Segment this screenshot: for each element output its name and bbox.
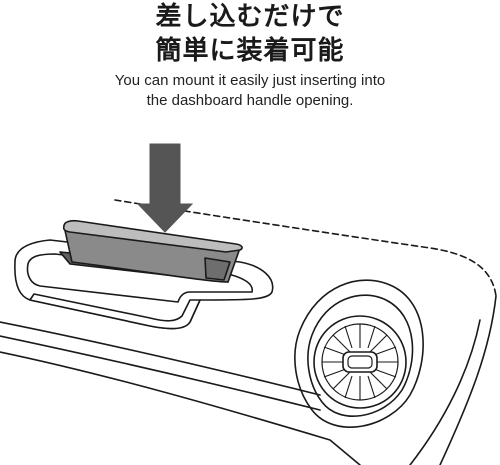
air-vent-icon (313, 315, 407, 409)
dashboard-edge-line (0, 321, 321, 396)
bezel-front-lip (29, 293, 201, 330)
panel-side-line (409, 319, 481, 465)
tray-front-face (204, 257, 231, 281)
dashboard-edge-line (0, 351, 361, 465)
headline-line-2: 簡単に装着可能 (155, 36, 345, 66)
panel-side-line (439, 295, 497, 465)
tray-body (63, 225, 241, 283)
handle-opening (14, 219, 274, 330)
vent-housing-inner (307, 294, 414, 417)
caption-line-2: the dashboard handle opening. (146, 92, 354, 109)
tray-rim (62, 219, 243, 253)
caption-line-1: You can mount it easily just inserting i… (114, 72, 386, 89)
dashboard-edge-line (0, 335, 321, 411)
vent-housing (294, 279, 424, 428)
headline-line-1: 差し込むだけで (155, 2, 345, 32)
down-arrow-icon (136, 143, 194, 233)
